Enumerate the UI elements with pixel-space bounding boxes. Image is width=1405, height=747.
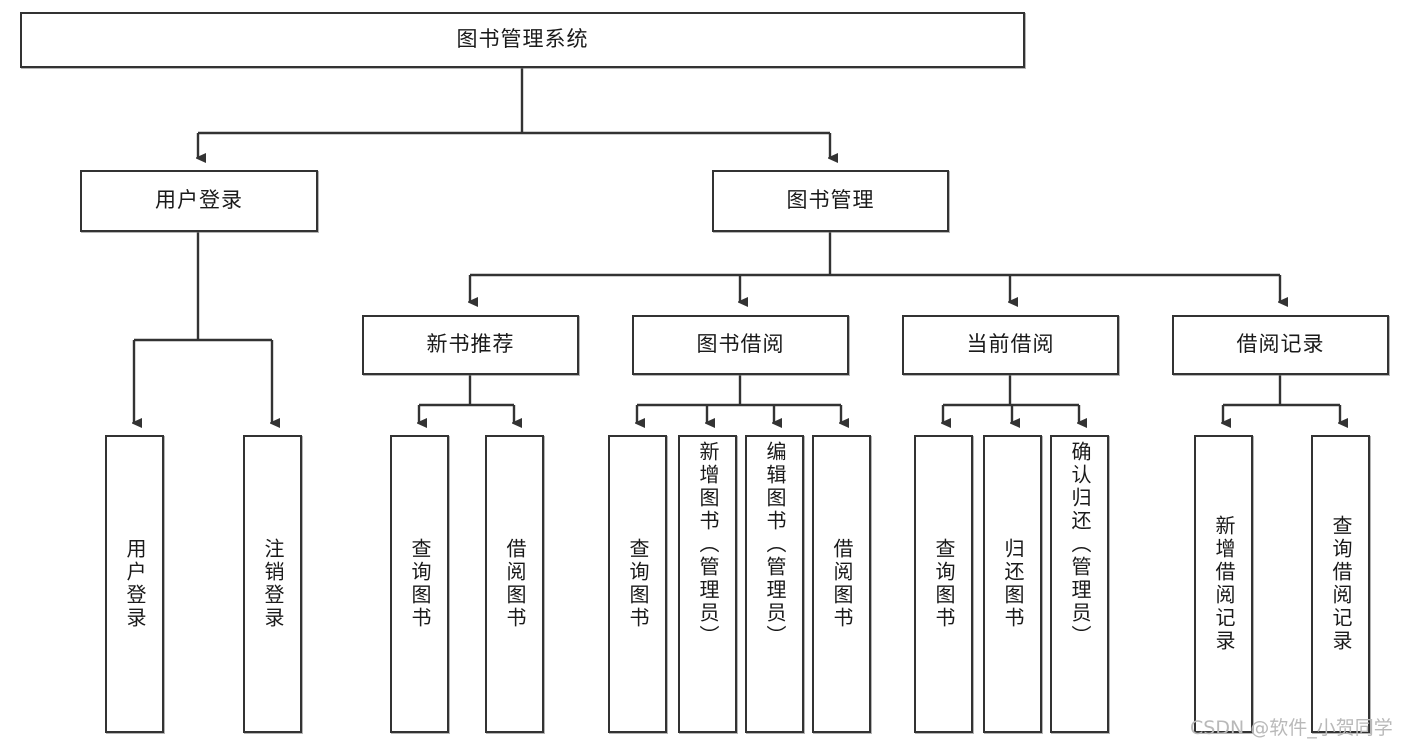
leaf-logout[interactable]: 注销登录: [243, 435, 302, 733]
node-root-system[interactable]: 图书管理系统: [20, 12, 1025, 68]
node-label: 确认归还（管理员）: [1068, 441, 1092, 648]
node-label: 新增图书（管理员）: [696, 441, 720, 648]
leaf-query-books-borrow[interactable]: 查询图书: [608, 435, 667, 733]
leaf-query-borrow-record[interactable]: 查询借阅记录: [1311, 435, 1370, 733]
leaf-add-borrow-record[interactable]: 新增借阅记录: [1194, 435, 1253, 733]
node-label: 借阅图书: [503, 538, 527, 630]
node-label: 图书借阅: [696, 332, 785, 357]
node-book-borrow[interactable]: 图书借阅: [632, 315, 849, 375]
node-label: 用户登录: [123, 538, 147, 630]
node-label: 借阅图书: [830, 538, 854, 630]
node-label: 查询图书: [932, 538, 956, 630]
node-label: 新增借阅记录: [1212, 515, 1236, 653]
node-label: 查询借阅记录: [1329, 515, 1353, 653]
node-label: 用户登录: [155, 188, 243, 213]
node-new-book-recommend[interactable]: 新书推荐: [362, 315, 579, 375]
leaf-query-books-recommend[interactable]: 查询图书: [390, 435, 449, 733]
node-borrow-records[interactable]: 借阅记录: [1172, 315, 1389, 375]
leaf-borrow-books-recommend[interactable]: 借阅图书: [485, 435, 544, 733]
node-label: 图书管理: [786, 188, 875, 213]
node-current-borrow[interactable]: 当前借阅: [902, 315, 1119, 375]
leaf-borrow-books[interactable]: 借阅图书: [812, 435, 871, 733]
node-book-management[interactable]: 图书管理: [712, 170, 949, 232]
node-label: 查询图书: [626, 538, 650, 630]
node-label: 查询图书: [408, 538, 432, 630]
node-label: 图书管理系统: [456, 27, 589, 52]
node-label: 当前借阅: [966, 332, 1055, 357]
leaf-user-login[interactable]: 用户登录: [105, 435, 164, 733]
node-label: 新书推荐: [426, 332, 515, 357]
csdn-watermark: CSDN @软件_小贺同学: [1190, 717, 1393, 739]
leaf-confirm-return-admin[interactable]: 确认归还（管理员）: [1050, 435, 1109, 733]
node-label: 归还图书: [1001, 538, 1025, 630]
leaf-return-books[interactable]: 归还图书: [983, 435, 1042, 733]
leaf-edit-book-admin[interactable]: 编辑图书（管理员）: [745, 435, 804, 733]
node-user-login[interactable]: 用户登录: [80, 170, 318, 232]
node-label: 借阅记录: [1236, 332, 1325, 357]
node-label: 编辑图书（管理员）: [763, 441, 787, 648]
leaf-add-book-admin[interactable]: 新增图书（管理员）: [678, 435, 737, 733]
leaf-query-books-current[interactable]: 查询图书: [914, 435, 973, 733]
node-label: 注销登录: [261, 538, 285, 630]
